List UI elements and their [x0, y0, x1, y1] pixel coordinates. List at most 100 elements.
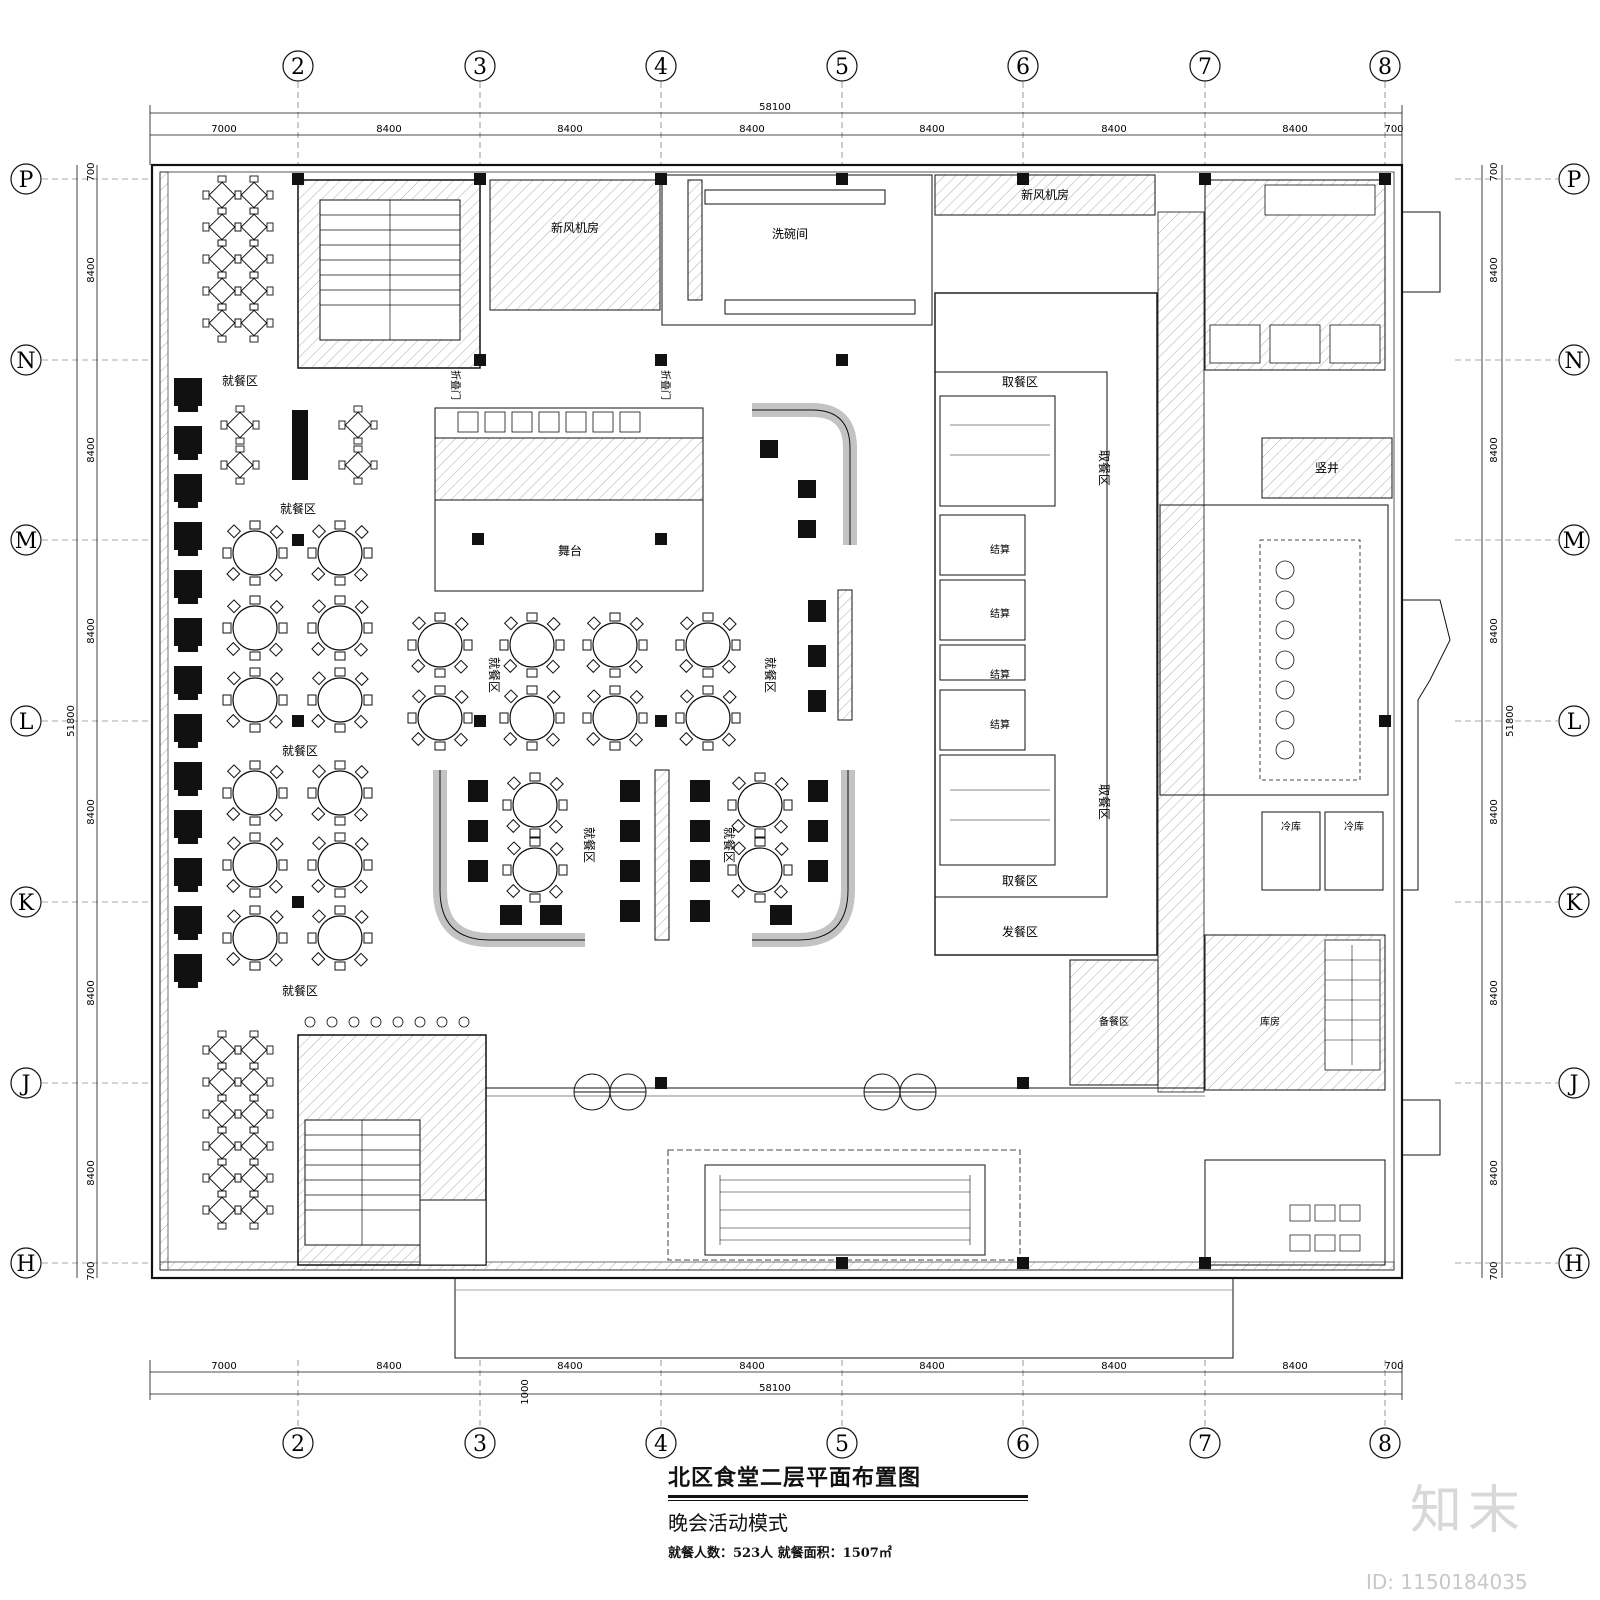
- stair-treads: [320, 200, 460, 340]
- room-label-pickup-south: 取餐区: [1002, 873, 1038, 888]
- dimension-span: 8400: [919, 1361, 944, 1372]
- round-table: [727, 772, 793, 838]
- axis-label-5: 5: [835, 55, 849, 80]
- title-block: 北区食堂二层平面布置图 晚会活动模式 就餐人数：523人 就餐面积：1507㎡: [668, 1460, 1028, 1561]
- round-table: [307, 832, 373, 898]
- column-axis-bottom: 2 3 4 5 6 7 8: [282, 1427, 1401, 1459]
- axis-bubble: [1369, 1427, 1401, 1459]
- banquette-north-edge: [752, 409, 851, 545]
- dimension-span: 7000: [211, 1361, 236, 1372]
- axis-label-N: N: [16, 349, 35, 374]
- dishwash-counter: [704, 189, 886, 205]
- hot-kitchen: [1159, 504, 1389, 796]
- room-label-checkout: 结算: [990, 543, 1010, 556]
- round-table: [582, 612, 648, 678]
- window-booths: [174, 378, 202, 988]
- stair-treads: [305, 1120, 420, 1245]
- center-divider: [654, 769, 670, 941]
- axis-label-6: 6: [1016, 1432, 1030, 1457]
- booth-chairs: [468, 440, 828, 925]
- axis-bubble: [10, 344, 42, 376]
- cabinet: [1269, 324, 1321, 364]
- axis-bubble: [282, 1427, 314, 1459]
- dimension-span: 8400: [557, 1361, 582, 1372]
- stair-east: [1264, 184, 1376, 216]
- axis-bubble: [826, 50, 858, 82]
- axis-label-M: M: [1563, 529, 1586, 554]
- prep-area: [1069, 959, 1159, 1086]
- booth-seat: [174, 666, 202, 700]
- dimension-span: 8400: [86, 1160, 97, 1185]
- cold-room-2: [1324, 811, 1384, 891]
- column-axis-top: 2 3 4 5 6 7 8: [282, 50, 1401, 82]
- dimension-span: 8400: [1489, 799, 1500, 824]
- axis-bubble: [1558, 705, 1590, 737]
- room-label-fresh-air-east: 新风机房: [1021, 187, 1069, 202]
- round-table: [222, 905, 288, 971]
- dimension-spans-top: 7000 8400 8400 8400 8400 8400 8400 700: [211, 124, 1403, 135]
- room-label-dining: 就餐区: [222, 373, 258, 388]
- shaft-east: [1261, 437, 1393, 499]
- banquette-se-edge: [752, 770, 849, 941]
- room-label-stage: 舞台: [558, 543, 582, 558]
- axis-label-M: M: [15, 529, 38, 554]
- room-label-checkout: 结算: [990, 607, 1010, 620]
- revolving-door-west[interactable]: [573, 1073, 647, 1111]
- cabinet: [1209, 324, 1261, 364]
- room-label-dining: 就餐区: [282, 743, 318, 758]
- axis-bubble: [645, 1427, 677, 1459]
- axis-label-8: 8: [1378, 55, 1392, 80]
- round-table: [307, 595, 373, 661]
- axis-bubble: [1558, 886, 1590, 918]
- round-table: [499, 612, 565, 678]
- cooking-line: [1259, 539, 1361, 781]
- round-table: [222, 667, 288, 733]
- axis-bubble: [10, 524, 42, 556]
- axis-label-P: P: [19, 168, 34, 193]
- dimension-span: 8400: [1489, 437, 1500, 462]
- room-label-cold: 冷库: [1281, 820, 1301, 833]
- round-table: [222, 520, 288, 586]
- dimension-span: 8400: [1282, 124, 1307, 135]
- axis-bubble: [10, 163, 42, 195]
- servery-inner: [934, 371, 1108, 898]
- booth-seat: [174, 714, 202, 748]
- room-label-prep: 备餐区: [1099, 1015, 1129, 1028]
- toilet-stalls: [1289, 1204, 1361, 1252]
- checkout-counters: [939, 395, 1056, 866]
- dimension-top: [149, 105, 1403, 165]
- escalator-void: [667, 1149, 1021, 1261]
- dimension-spans-right: 700 8400 8400 8400 8400 8400 8400 700: [1489, 162, 1500, 1280]
- fresh-air-room-west: [489, 179, 661, 311]
- fresh-air-room-east: [934, 174, 1156, 216]
- curtain-wall-south: [159, 1261, 1395, 1271]
- room-label-dispense: 发餐区: [1002, 924, 1038, 939]
- axis-label-H: H: [16, 1252, 35, 1277]
- dishwash-counter-2: [724, 299, 916, 315]
- banquette-sw-edge: [439, 770, 585, 941]
- escalator-steps: [719, 1175, 971, 1245]
- curtain-wall-west: [159, 171, 169, 1271]
- round-table: [222, 595, 288, 661]
- axis-bubble: [464, 1427, 496, 1459]
- dimension-span: 700: [1489, 162, 1500, 181]
- round-table: [675, 612, 741, 678]
- dimension-span: 8400: [1489, 618, 1500, 643]
- dimension-span: 8400: [1101, 124, 1126, 135]
- stair-treads: [1325, 945, 1380, 1065]
- axis-label-H: H: [1564, 1252, 1583, 1277]
- round-table: [307, 520, 373, 586]
- booth-seat: [174, 426, 202, 460]
- revolving-door-east[interactable]: [863, 1073, 937, 1111]
- woks: [1275, 560, 1295, 760]
- axis-label-8: 8: [1378, 1432, 1392, 1457]
- axis-label-7: 7: [1198, 55, 1212, 80]
- drawing-title: 北区食堂二层平面布置图: [668, 1465, 922, 1491]
- dimension-span: 8400: [86, 437, 97, 462]
- dishwash-conveyor: [687, 179, 703, 301]
- dimension-span: 8400: [376, 124, 401, 135]
- axis-label-J: J: [20, 1072, 31, 1097]
- axis-bubble: [1189, 1427, 1221, 1459]
- booth-seat: [174, 858, 202, 892]
- dimension-span: 7000: [211, 124, 236, 135]
